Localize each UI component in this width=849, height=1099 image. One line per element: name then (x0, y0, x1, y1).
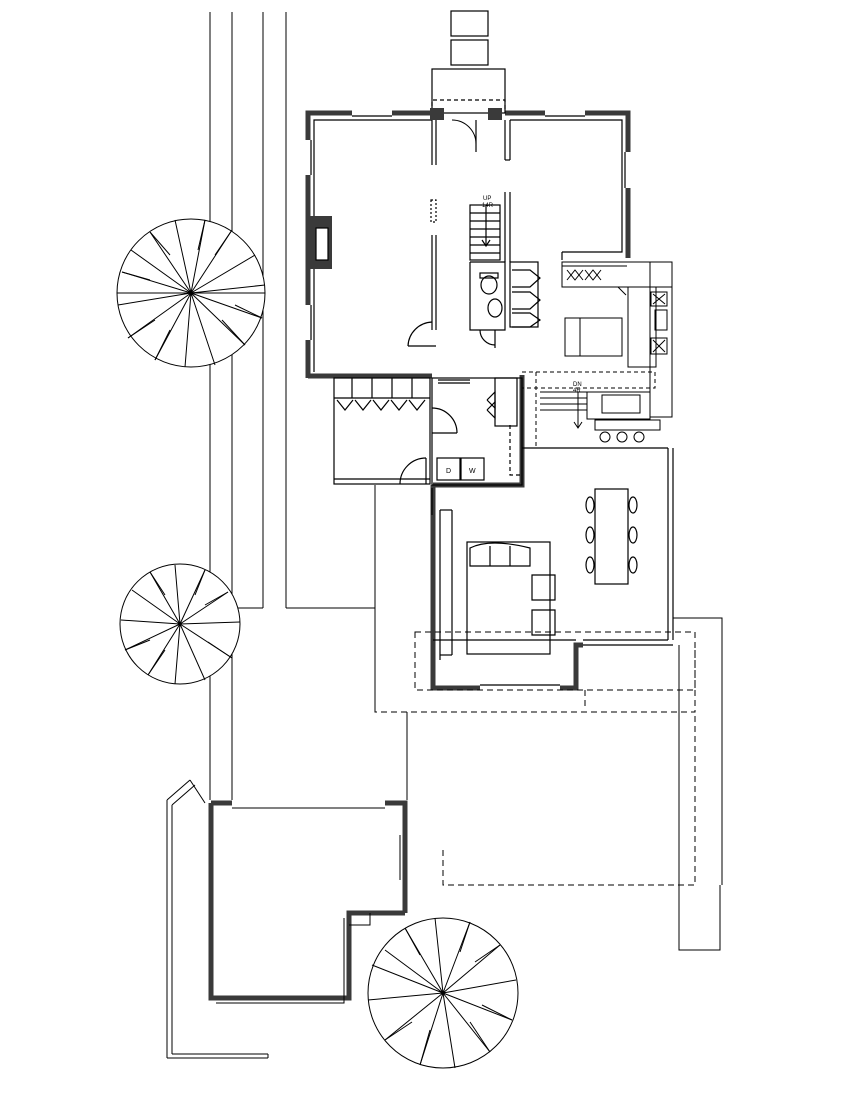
tree-bottom (367, 917, 519, 1069)
deck-lines (673, 617, 723, 951)
property-lines (166, 12, 408, 1059)
laundry (333, 377, 523, 515)
tree-middle-left (119, 563, 241, 685)
stair-down-label: DN (573, 382, 582, 388)
roof-outline (374, 608, 696, 886)
stair-up-risers-label: 14R (482, 203, 494, 209)
garage (208, 800, 408, 1004)
tree-top-left (116, 218, 266, 368)
stair-down-risers-label: 4R (573, 388, 581, 394)
stair-down (540, 391, 587, 429)
kitchen (522, 261, 673, 449)
interior-walls (305, 10, 631, 372)
dryer-label: D (446, 468, 451, 475)
stair-up-label: UP (483, 196, 491, 202)
washer-label: W (469, 468, 476, 475)
family-room (433, 447, 674, 691)
